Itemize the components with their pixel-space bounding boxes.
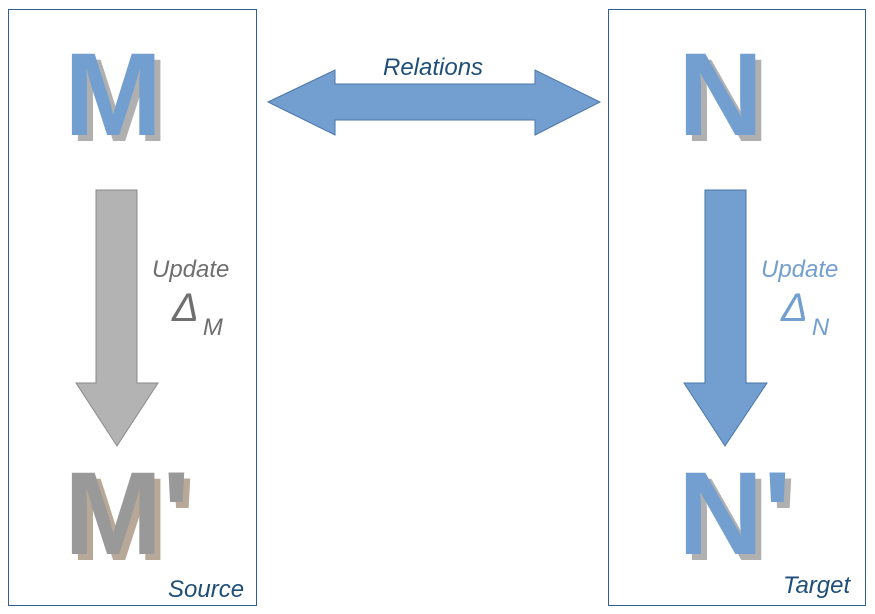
source-update-arrow: [75, 189, 159, 447]
source-model-letter: M M: [64, 29, 169, 167]
target-model-letter: N N: [678, 29, 770, 167]
delta-symbol: Δ: [172, 286, 199, 330]
target-update-arrow: [683, 189, 768, 447]
source-update-label: Update: [152, 256, 230, 283]
source-label: Source: [168, 576, 245, 603]
delta-subscript: N: [811, 314, 830, 341]
relations-double-arrow: [266, 69, 602, 136]
target-label: Target: [783, 572, 851, 599]
relations-label: Relations: [383, 54, 484, 81]
target-update-label: Update: [761, 256, 839, 283]
delta-subscript: M: [202, 314, 223, 341]
delta-symbol: Δ: [781, 286, 808, 330]
source-updated-model-letter: M' M': [64, 448, 197, 586]
target-updated-model-letter: N' N': [678, 448, 798, 586]
